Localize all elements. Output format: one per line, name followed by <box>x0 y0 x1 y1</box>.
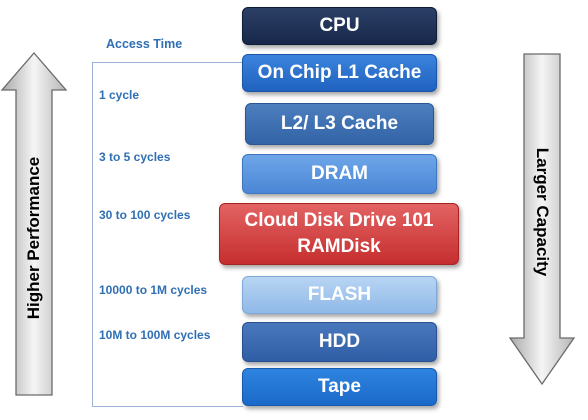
larger-capacity-label: Larger Capacity <box>533 147 552 277</box>
l1-cache-box: On Chip L1 Cache <box>242 54 437 92</box>
cloud-disk-drive-label: Cloud Disk Drive 101 <box>244 210 434 231</box>
l2-l3-cache-box: L2/ L3 Cache <box>245 103 434 145</box>
ramdisk-label: RAMDisk <box>297 236 381 257</box>
cpu-label: CPU <box>319 15 360 36</box>
access-time-level-1: 1 cycle <box>99 88 140 102</box>
down-arrow-icon <box>508 53 576 386</box>
access-time-level-2: 3 to 5 cycles <box>99 150 171 164</box>
hdd-label: HDD <box>318 331 361 352</box>
dram-box: DRAM <box>242 154 437 194</box>
flash-label: FLASH <box>307 284 372 305</box>
flash-box: FLASH <box>242 276 437 314</box>
cpu-box: CPU <box>242 7 437 45</box>
access-time-title: Access Time <box>106 37 183 51</box>
tape-label: Tape <box>318 376 361 397</box>
access-time-level-3: 30 to 100 cycles <box>99 208 191 222</box>
access-time-level-4: 10000 to 1M cycles <box>99 283 208 297</box>
cloud-disk-drive-box: Cloud Disk Drive 101 RAMDisk <box>219 203 459 265</box>
access-time-bracket <box>92 62 243 407</box>
hdd-box: HDD <box>242 322 437 362</box>
l1-cache-label: On Chip L1 Cache <box>257 62 422 83</box>
l2-l3-cache-label: L2/ L3 Cache <box>280 113 399 134</box>
access-time-level-5: 10M to 100M cycles <box>99 328 211 342</box>
dram-label: DRAM <box>311 163 368 184</box>
higher-performance-label: Higher Performance <box>24 156 43 320</box>
up-arrow-icon <box>0 52 68 396</box>
tape-box: Tape <box>242 368 437 406</box>
